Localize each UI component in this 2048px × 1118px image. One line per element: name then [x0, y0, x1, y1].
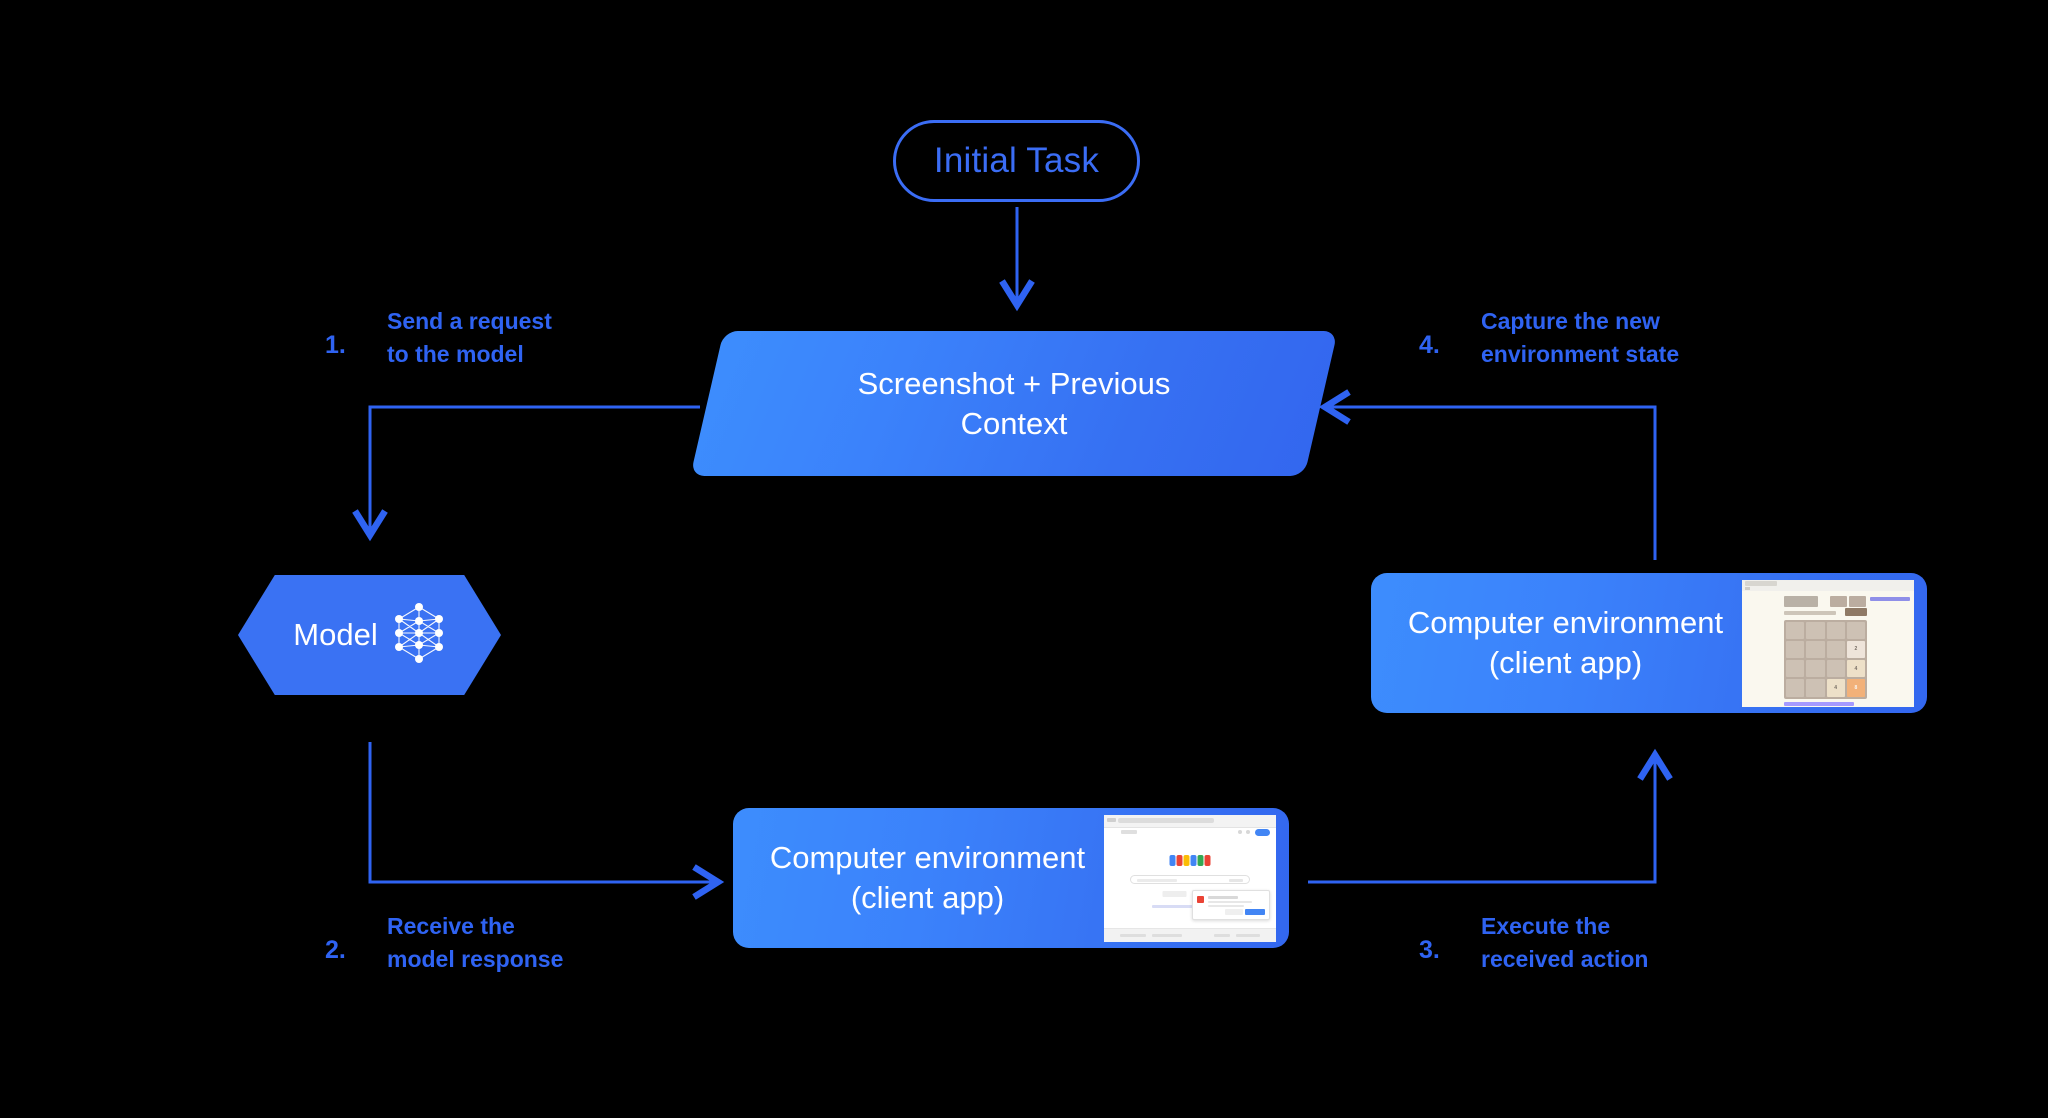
game-subtitle [1784, 610, 1836, 615]
game-tile [1826, 660, 1845, 678]
search-placeholder [1137, 878, 1177, 882]
step-4-label: 4. Capture the new environment state [1419, 305, 1679, 371]
mic-icon [1229, 878, 1243, 882]
dialog-title [1208, 895, 1238, 899]
nav-buttons [1107, 818, 1116, 822]
context-node-label: Screenshot + Previous Context [857, 365, 1171, 441]
game-title [1784, 595, 1818, 607]
game-tile [1846, 621, 1865, 639]
logo-letter [1176, 854, 1183, 866]
best-score-box [1849, 595, 1866, 607]
game-tile [1786, 621, 1805, 639]
new-game-button [1845, 607, 1867, 616]
neural-network-icon [392, 602, 446, 669]
game-tile [1806, 621, 1825, 639]
footer-link [1120, 933, 1146, 937]
initial-task-label: Initial Task [933, 141, 1100, 180]
game-tile [1806, 679, 1825, 697]
sign-in-button [1255, 828, 1270, 836]
logo-letter [1190, 854, 1197, 866]
dialog-cancel-button [1225, 908, 1243, 915]
game-tile: 4 [1826, 679, 1845, 697]
google-search-thumbnail [1104, 814, 1276, 942]
address-bar [1118, 817, 1214, 823]
model-node-shape [238, 575, 501, 695]
game-tile [1786, 640, 1805, 658]
step-3-text: Execute the received action [1481, 913, 1649, 972]
game-tile [1786, 679, 1805, 697]
header-links [1870, 596, 1910, 601]
computer-environment-right-label: Computer environment (client app) [1407, 605, 1724, 680]
game-tile [1806, 640, 1825, 658]
logo-letter [1183, 854, 1190, 866]
page-header [1104, 827, 1276, 838]
step-1-number: 1. [325, 331, 346, 359]
language-links [1152, 904, 1228, 908]
step-3-label: 3. Execute the received action [1419, 910, 1648, 976]
google-logo [1169, 854, 1211, 866]
search-input [1130, 874, 1250, 884]
logo-letter [1197, 854, 1204, 866]
step-2-number: 2. [325, 936, 346, 964]
page-footer [1104, 927, 1276, 942]
context-node[interactable]: Screenshot + Previous Context [690, 331, 1338, 476]
step-1-text: Send a request to the model [387, 308, 552, 367]
dialog-confirm-button [1245, 908, 1265, 915]
settings-icon [1238, 830, 1242, 834]
game-tile: 4 [1846, 660, 1865, 678]
popup-dialog [1192, 889, 1270, 920]
footer-link [1214, 933, 1230, 937]
game-tile: 2 [1846, 640, 1865, 658]
step-3-number: 3. [1419, 936, 1440, 964]
footer-link [1152, 933, 1182, 937]
footer-link [1784, 701, 1854, 706]
browser-chrome [1742, 579, 1914, 591]
google-search-button [1162, 890, 1187, 897]
computer-environment-bottom[interactable]: Computer environment (client app) [733, 808, 1289, 948]
model-node[interactable]: Model [238, 575, 501, 695]
logo-letter [1204, 854, 1211, 866]
browser-tab [1745, 581, 1777, 586]
model-node-label: Model [293, 617, 378, 652]
logo-letter [1169, 854, 1176, 866]
game-tile: 8 [1846, 679, 1865, 697]
apps-icon [1246, 830, 1250, 834]
computer-environment-bottom-label: Computer environment (client app) [769, 840, 1086, 915]
dialog-body-line [1208, 900, 1252, 903]
footer-link [1236, 933, 1260, 937]
header-text [1121, 829, 1137, 834]
dialog-body-line [1208, 904, 1244, 907]
initial-task-node[interactable]: Initial Task [893, 120, 1140, 202]
game-tile [1786, 660, 1805, 678]
toolbar-button [1745, 586, 1750, 590]
game-tile [1826, 621, 1845, 639]
game-tile [1806, 660, 1825, 678]
step-2-label: 2. Receive the model response [325, 910, 563, 976]
browser-chrome [1104, 814, 1276, 828]
step-1-label: 1. Send a request to the model [325, 305, 552, 371]
step-4-text: Capture the new environment state [1481, 308, 1680, 367]
dialog-icon [1197, 895, 1204, 903]
step-2-text: Receive the model response [387, 913, 564, 972]
step-4-number: 4. [1419, 331, 1440, 359]
score-box [1830, 595, 1847, 607]
game-tile [1826, 640, 1845, 658]
